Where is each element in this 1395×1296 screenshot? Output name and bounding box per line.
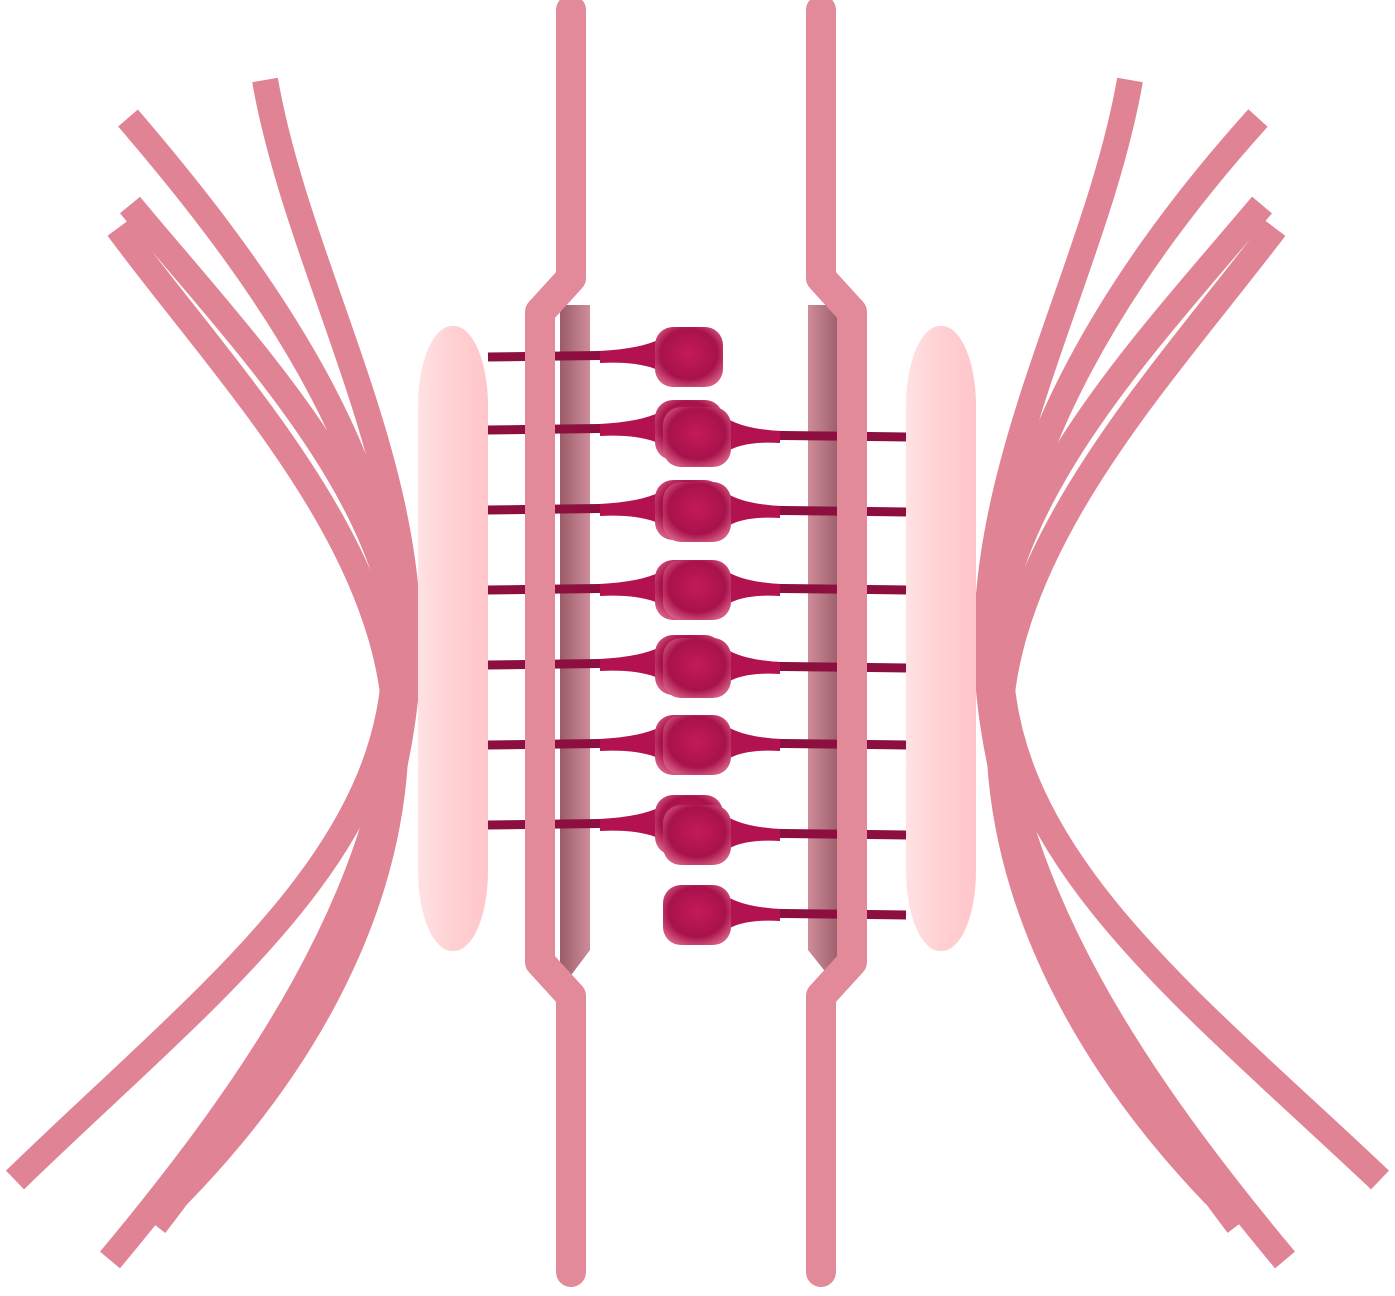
filament — [107, 220, 409, 1205]
cadherin-neck — [600, 647, 660, 679]
intermediate-filaments-right — [973, 77, 1389, 1269]
cadherin-head — [655, 327, 723, 387]
filament — [986, 220, 1286, 1205]
cadherin-neck — [600, 727, 660, 759]
cadherin-neck — [728, 897, 780, 929]
cadherin-neck — [600, 572, 660, 604]
cadherin-neck — [728, 572, 780, 604]
membrane-right — [806, 0, 867, 1287]
cadherin-neck — [600, 492, 660, 524]
cadherin-neck — [600, 807, 660, 839]
cadherin-neck — [600, 339, 660, 371]
cadherin-neck — [728, 817, 780, 849]
cadherin-neck — [728, 494, 780, 526]
cadherin-head — [663, 715, 731, 775]
plasma-membranes — [525, 0, 867, 1287]
cadherin-layer — [487, 327, 907, 945]
cadherin-neck — [728, 650, 780, 682]
intercellular-space — [560, 305, 840, 990]
cadherin-head — [663, 560, 731, 620]
cadherin-head — [663, 482, 731, 542]
cadherin-head — [663, 638, 731, 698]
cadherin-head — [663, 407, 731, 467]
cadherin-head — [663, 805, 731, 865]
cadherin-neck — [728, 419, 780, 451]
membrane-left — [525, 0, 586, 1287]
cadherin-neck — [600, 412, 660, 444]
plaque-right — [906, 326, 976, 951]
plaque-left — [418, 326, 488, 951]
cadherin-head — [663, 885, 731, 945]
cadherin-neck — [728, 727, 780, 759]
intermediate-filaments-left — [5, 77, 422, 1269]
